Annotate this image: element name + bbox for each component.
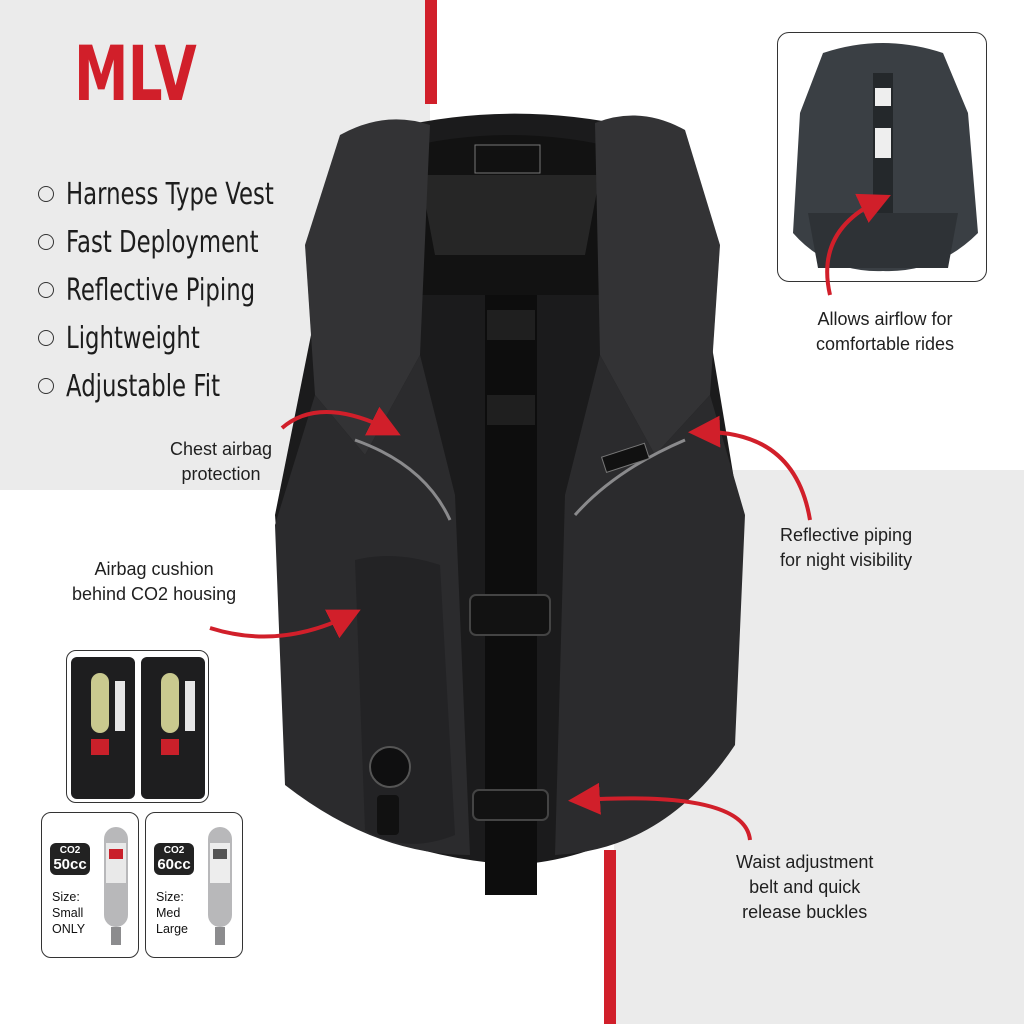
red-divider-top (425, 0, 437, 104)
cartridge-size-label: Size: Small ONLY (52, 890, 86, 936)
arrow-waist-icon (568, 782, 752, 841)
co2-housing-image (71, 657, 205, 799)
callout-reflective-piping: Reflective piping for night visibility (780, 525, 913, 570)
co2-housing-thumbnail (66, 650, 209, 803)
co2-cylinder-icon (104, 827, 128, 945)
arrow-cushion-icon (209, 609, 361, 639)
feature-item: Fast Deployment (38, 218, 340, 266)
callout-airbag-cushion: Airbag cushion behind CO2 housing (72, 559, 237, 604)
arrow-chest-icon (280, 406, 401, 436)
vest-product-image (275, 113, 745, 895)
callout-chest-airbag: Chest airbag protection (170, 439, 273, 484)
product-title: MLV (74, 29, 197, 118)
radio-bullet-icon (38, 282, 54, 298)
callout-waist-adjustment: Waist adjustment belt and quick release … (736, 852, 874, 922)
callout-airflow: Allows airflow for comfortable rides (816, 309, 955, 354)
radio-bullet-icon (38, 378, 54, 394)
cartridge-card-60cc: CO2 60cc Size: Med Large (145, 812, 243, 958)
arrow-airflow-icon (825, 193, 891, 296)
feature-item: Lightweight (38, 314, 340, 362)
radio-bullet-icon (38, 234, 54, 250)
feature-item: Harness Type Vest (38, 170, 340, 218)
cartridge-size-label: Size: Med Large (156, 890, 188, 936)
red-divider-bottom (604, 850, 616, 1024)
radio-bullet-icon (38, 330, 54, 346)
vest-back-thumbnail (777, 32, 987, 282)
co2-badge: CO2 60cc (154, 843, 194, 875)
feature-item: Reflective Piping (38, 266, 340, 314)
co2-badge: CO2 50cc (50, 843, 90, 875)
co2-cylinder-icon (208, 827, 232, 945)
feature-list: Harness Type Vest Fast Deployment Reflec… (38, 170, 340, 410)
cartridge-card-50cc: CO2 50cc Size: Small ONLY (41, 812, 139, 958)
radio-bullet-icon (38, 186, 54, 202)
arrow-reflective-icon (688, 415, 812, 521)
feature-item: Adjustable Fit (38, 362, 340, 410)
